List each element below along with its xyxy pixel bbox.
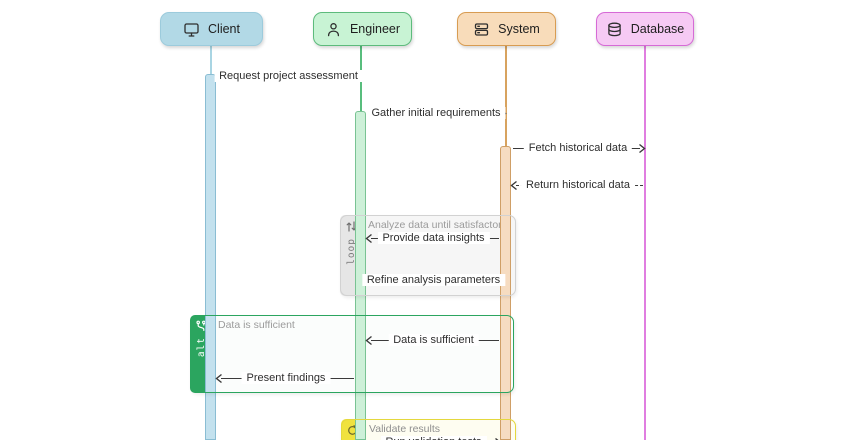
message-present-findings[interactable]: Present findings [215, 371, 355, 385]
message-return-historical-data[interactable]: Return historical data [510, 178, 644, 192]
message-data-is-sufficient[interactable]: Data is sufficient [365, 333, 500, 347]
participant-label: Database [630, 22, 685, 36]
arrow-left-icon [510, 180, 518, 191]
message-fetch-historical-data[interactable]: Fetch historical data [512, 141, 646, 155]
message-refine-analysis-parameters[interactable]: Refine analysis parameters [361, 273, 506, 287]
activation-bar-client [205, 74, 216, 440]
server-icon [473, 21, 490, 38]
message-label: Fetch historical data [523, 142, 633, 154]
message-label: Provide data insights [377, 232, 490, 244]
message-label: Gather initial requirements [366, 107, 506, 119]
message-label: Refine analysis parameters [361, 274, 506, 286]
arrow-left-icon [365, 335, 373, 346]
message-request-project-assessment[interactable]: Request project assessment [214, 69, 363, 83]
message-run-validation-tests[interactable]: Run validation tests [367, 435, 500, 440]
validate-frame[interactable]: Validate results [341, 419, 516, 440]
lifeline-database [644, 46, 646, 440]
message-gather-initial-requirements[interactable]: Gather initial requirements [366, 106, 507, 120]
alt-frame-title: Data is sufficient [218, 319, 295, 331]
arrow-right-icon [638, 143, 646, 154]
database-icon [606, 21, 623, 38]
participant-label: Client [208, 22, 240, 36]
participant-system[interactable]: System [457, 12, 556, 46]
participant-database[interactable]: Database [596, 12, 694, 46]
participant-engineer[interactable]: Engineer [313, 12, 412, 46]
participant-label: System [498, 22, 540, 36]
message-label: Present findings [241, 372, 331, 384]
participant-label: Engineer [349, 22, 401, 36]
person-icon [325, 21, 342, 38]
arrow-left-icon [365, 233, 373, 244]
arrow-left-icon [215, 373, 223, 384]
message-label: Data is sufficient [388, 334, 479, 346]
loop-frame-title: Analyze data until satisfactory [368, 219, 507, 231]
loop-icon [345, 220, 358, 233]
validate-frame-title: Validate results [369, 423, 441, 435]
participant-client[interactable]: Client [160, 12, 263, 46]
message-label: Return historical data [521, 179, 635, 191]
monitor-icon [183, 21, 200, 38]
message-label: Run validation tests [380, 436, 487, 440]
message-provide-data-insights[interactable]: Provide data insights [365, 231, 500, 245]
message-label: Request project assessment [214, 70, 363, 82]
